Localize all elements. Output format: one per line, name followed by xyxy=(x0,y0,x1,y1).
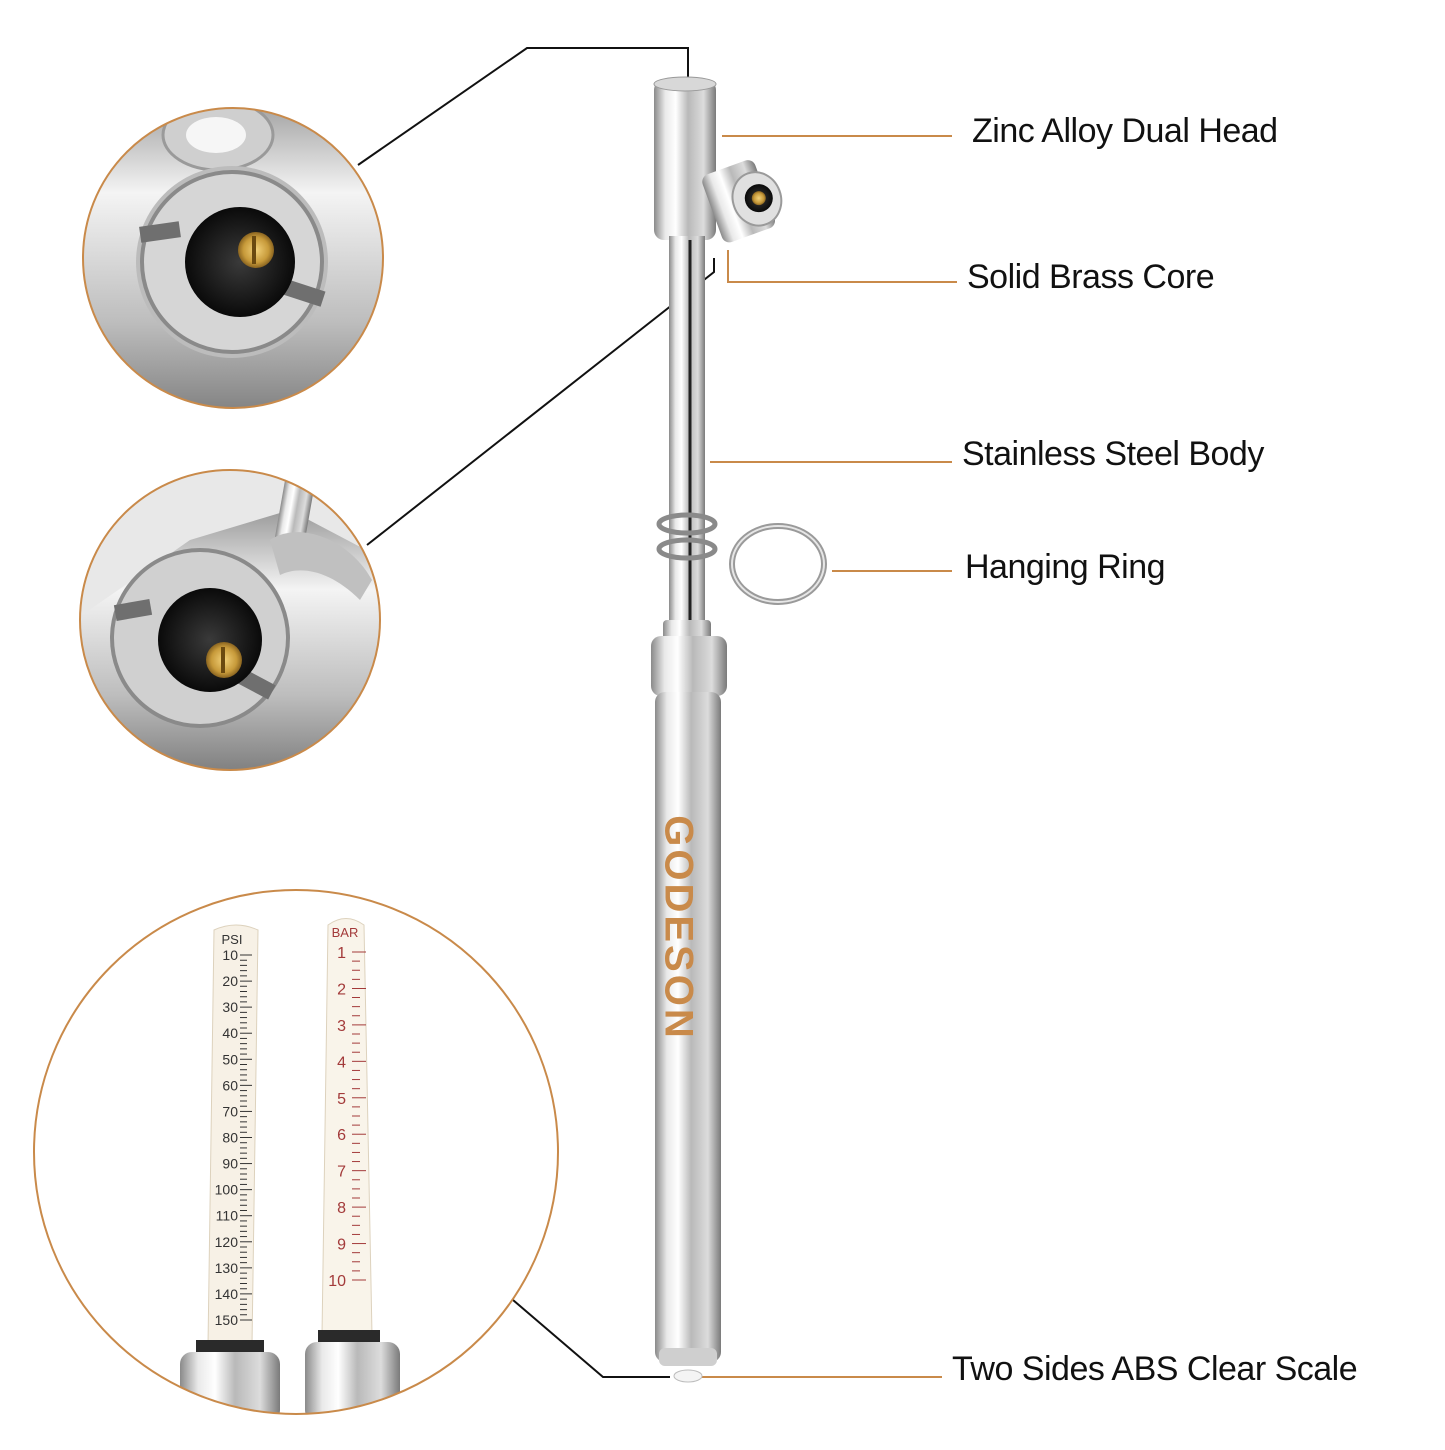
psi-tick-label: 110 xyxy=(216,1208,239,1224)
psi-tick-label: 10 xyxy=(222,947,238,963)
bar-tick-label: 5 xyxy=(337,1091,346,1108)
bar-tick-label: 4 xyxy=(337,1054,346,1071)
bar-scale-base xyxy=(305,1342,400,1414)
bar-tick-label: 6 xyxy=(337,1127,346,1144)
psi-tick-label: 20 xyxy=(222,973,238,989)
psi-tick-label: 50 xyxy=(222,1051,238,1067)
detail-circle-border-middle xyxy=(79,469,381,771)
detail-circle-dual-head xyxy=(79,469,381,771)
psi-tick-label: 60 xyxy=(222,1077,238,1093)
psi-tick-label: 150 xyxy=(215,1312,239,1328)
detail-circle-head xyxy=(82,107,384,409)
bar-tick-label: 1 xyxy=(337,945,346,962)
psi-ticks: 10 20 30 40 50 60 70 80 90 100 110 120 130 140 150 xyxy=(215,947,252,1328)
tire-gauge: GODESON xyxy=(651,76,827,1383)
stem-ring-1 xyxy=(656,512,718,536)
psi-tick-label: 130 xyxy=(215,1260,239,1276)
callout-stainless-steel-body: Stainless Steel Body xyxy=(962,435,1264,473)
callout-two-sides-abs-clear-scale: Two Sides ABS Clear Scale xyxy=(952,1350,1358,1388)
bar-tick-label: 9 xyxy=(337,1237,346,1254)
brand-logo: GODESON xyxy=(656,815,700,1040)
leader-line-top xyxy=(357,47,689,166)
bar-tick-label: 7 xyxy=(337,1164,346,1181)
stem-ring-2 xyxy=(656,537,718,561)
gauge-head xyxy=(654,80,716,240)
psi-tick-label: 80 xyxy=(222,1130,238,1146)
gauge-stem xyxy=(669,236,705,626)
bar-tick-label: 3 xyxy=(337,1018,346,1035)
psi-tick-label: 70 xyxy=(222,1103,238,1119)
leader-line-middle xyxy=(366,258,715,546)
psi-tick-label: 90 xyxy=(222,1156,238,1172)
psi-tick-label: 30 xyxy=(222,999,238,1015)
callout-hanging-ring: Hanging Ring xyxy=(965,548,1166,586)
gauge-collar xyxy=(651,636,727,696)
leader-line-bottom xyxy=(512,1299,670,1378)
callout-solid-brass-core: Solid Brass Core xyxy=(967,258,1215,296)
detail-circle-border-bottom xyxy=(33,889,559,1415)
bar-tick-label: 10 xyxy=(328,1273,346,1290)
psi-unit-label: PSI xyxy=(222,932,243,947)
bar-ticks: 1 2 3 4 5 6 7 8 9 10 xyxy=(328,945,366,1290)
detail-circle-scales: 10 20 30 40 50 60 70 80 90 100 110 120 130 140 150 1 2 3… xyxy=(33,889,559,1415)
scale-tip xyxy=(673,1369,703,1383)
bar-unit-label: BAR xyxy=(332,925,359,940)
detail-circle-border-top xyxy=(82,107,384,409)
gauge-body xyxy=(655,692,721,1362)
callout-line-brass xyxy=(727,250,957,283)
psi-tick-label: 100 xyxy=(215,1182,239,1198)
bar-scale-bar xyxy=(321,918,373,1336)
bar-tick-label: 8 xyxy=(337,1200,346,1217)
psi-tick-label: 140 xyxy=(215,1286,239,1302)
psi-tick-label: 120 xyxy=(215,1234,239,1250)
bar-tick-label: 2 xyxy=(337,981,346,998)
callout-zinc-alloy-dual-head: Zinc Alloy Dual Head xyxy=(972,112,1278,150)
psi-tick-label: 40 xyxy=(222,1025,238,1041)
psi-scale-bar xyxy=(207,924,259,1346)
